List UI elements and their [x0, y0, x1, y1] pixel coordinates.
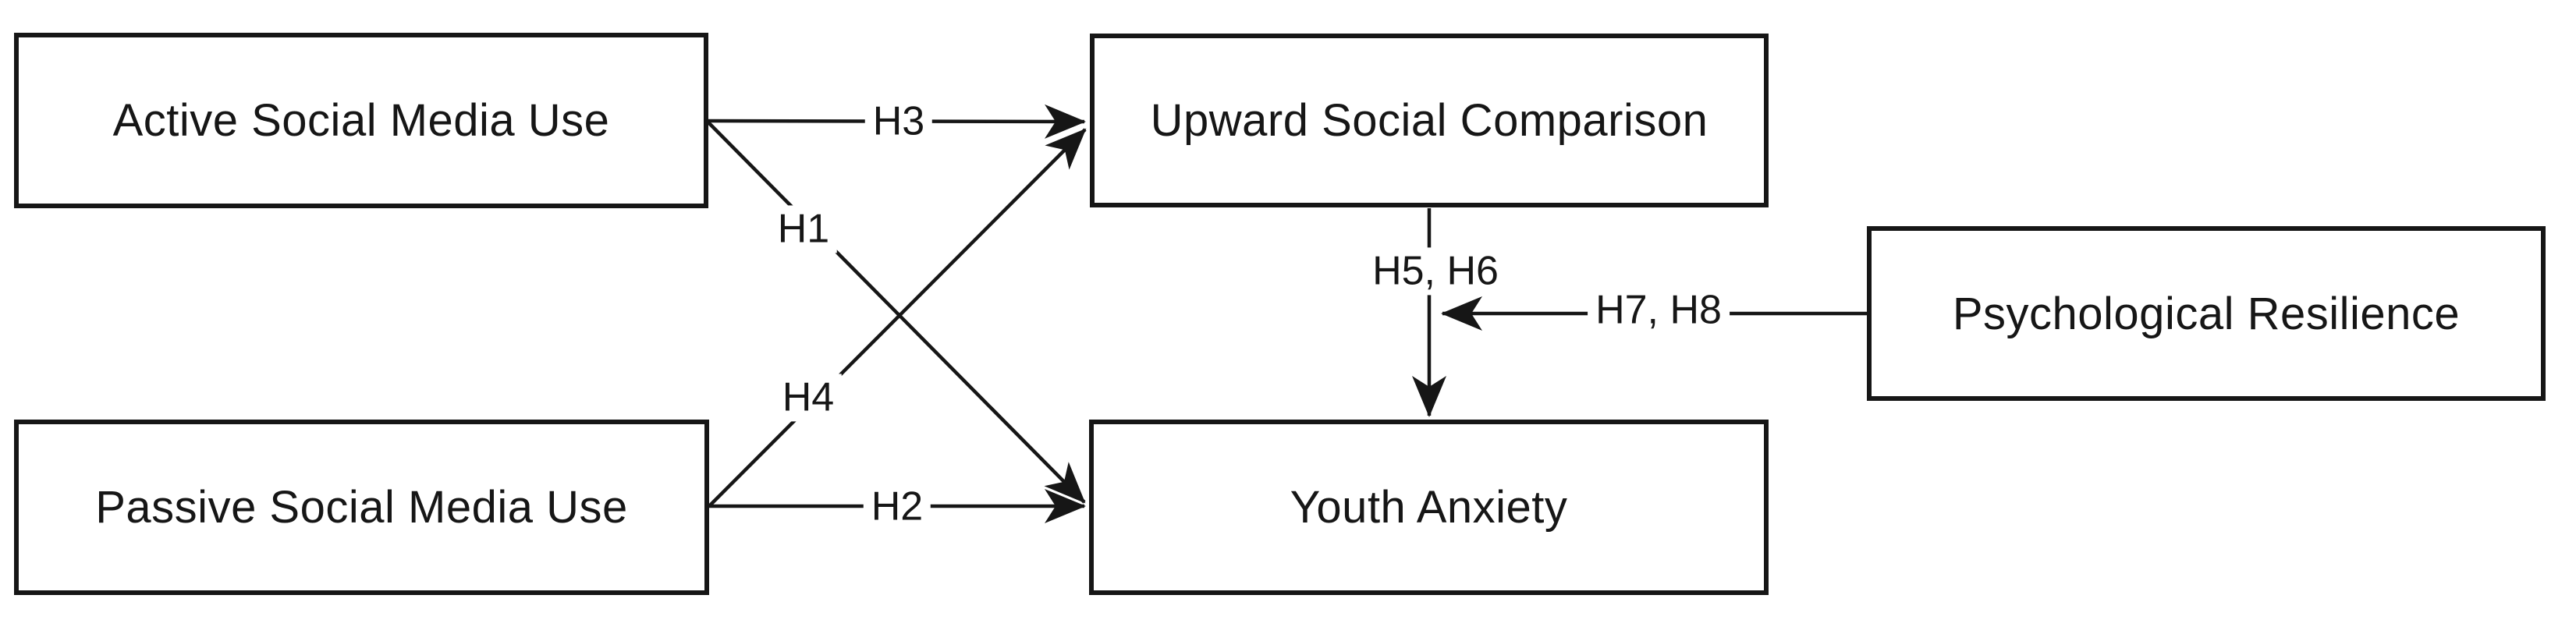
node-upward-social-comparison: Upward Social Comparison [1090, 34, 1769, 207]
node-passive-social-media-use: Passive Social Media Use [14, 420, 709, 595]
node-active-label: Active Social Media Use [112, 95, 610, 146]
node-comparison-label: Upward Social Comparison [1150, 95, 1708, 146]
node-anxiety-label: Youth Anxiety [1290, 482, 1568, 533]
edge-label-h4: H4 [774, 374, 843, 422]
edge-label-h3: H3 [864, 97, 933, 146]
node-active-social-media-use: Active Social Media Use [14, 33, 708, 208]
edge-label-h1: H1 [769, 205, 838, 253]
node-resilience-label: Psychological Resilience [1952, 288, 2461, 339]
edge-h4-arrow [708, 128, 1087, 508]
edge-label-h2: H2 [863, 483, 931, 531]
edge-label-h5-h6: H5, H6 [1364, 247, 1506, 296]
edge-h1-arrow [707, 121, 1086, 504]
node-youth-anxiety: Youth Anxiety [1089, 420, 1769, 595]
edge-label-h7-h8: H7, H8 [1588, 286, 1730, 335]
node-passive-label: Passive Social Media Use [95, 482, 628, 533]
node-psychological-resilience: Psychological Resilience [1867, 226, 2546, 401]
